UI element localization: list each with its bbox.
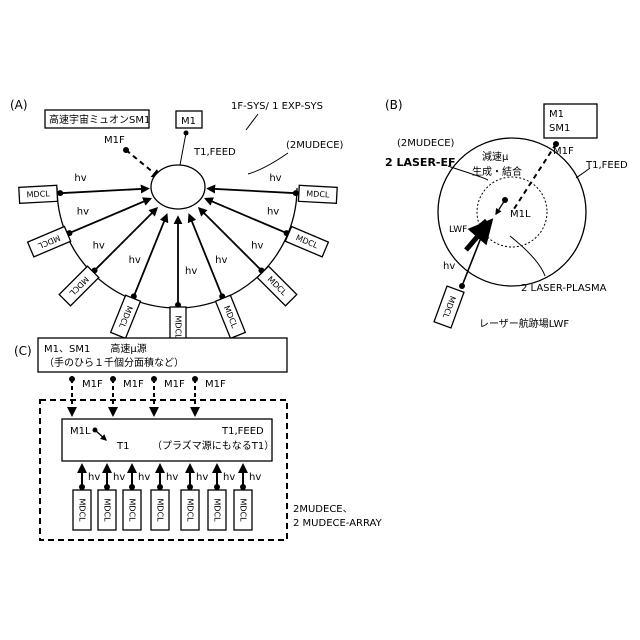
- panel-c-m1f-label: M1F: [82, 379, 103, 390]
- panel-a-label: (A): [10, 98, 28, 112]
- panel-c-hv-label: hv: [88, 472, 100, 483]
- panel-b-laser-dot: [459, 283, 465, 289]
- panel-c-mudece-line2: 2 MUDECE-ARRAY: [293, 518, 383, 529]
- panel-a-mdcl-label: MDCL: [26, 189, 50, 199]
- panel-c-hv-label: hv: [138, 472, 150, 483]
- panel-b-m1-label: M1: [549, 109, 564, 120]
- panel-c-mdcl-label: MDCL: [103, 498, 112, 522]
- panel-a-dashed-arrow-1: [126, 150, 160, 178]
- panel-a-hv-label: hv: [185, 266, 197, 277]
- panel-b-plasma-label: 2 LASER-PLASMA: [521, 283, 607, 294]
- panel-c-hv-label: hv: [223, 472, 235, 483]
- panel-c-mdcl-label: MDCL: [128, 498, 137, 522]
- panel-a-hv-label: hv: [269, 173, 281, 184]
- panel-c-hv-dot: [79, 484, 85, 490]
- panel-c-hv-label: hv: [166, 472, 178, 483]
- panel-a-mdcl-detector: MDCL: [298, 185, 337, 203]
- panel-a-m1-line: [180, 133, 186, 165]
- panel-a-target-circle: [151, 165, 205, 209]
- panel-c-hv-label: hv: [196, 472, 208, 483]
- panel-a-hv-label: hv: [77, 207, 89, 218]
- panel-a-mdcl-detector: MDCL: [216, 295, 246, 338]
- panel-b-caption: レーザー航跡場LWF: [479, 317, 569, 330]
- panel-a-source-label: 高速宇宙ミュオンSM1: [49, 113, 150, 126]
- panel-c-mdcl-label: MDCL: [186, 498, 195, 522]
- panel-a-t1feed-label: T1,FEED: [193, 147, 236, 158]
- panel-b-lwf-label: LWF: [449, 225, 467, 235]
- panel-a-hv-arrow: [60, 189, 148, 194]
- panel-b-laser-ef-label: 2 LASER-EF: [385, 156, 456, 169]
- panel-b-mudece-label: (2MUDECE): [397, 138, 455, 149]
- panel-c-hv-dot: [240, 484, 246, 490]
- panel-a-mdcl-detector: MDCL: [59, 266, 99, 306]
- panel-b: (B) M1 SM1 M1F (2MUDECE) 2 LASER-EF 減速μ …: [385, 98, 628, 330]
- panel-b-decel-2: 生成・結合: [472, 165, 522, 178]
- panel-a-mdcl-detector: MDCL: [28, 227, 71, 257]
- panel-a-mudece-label: (2MUDECE): [286, 140, 344, 151]
- panel-a-hv-label: hv: [267, 207, 279, 218]
- panel-a-m1-label: M1: [181, 116, 196, 127]
- panel-a-mudece-leader: [248, 153, 288, 174]
- panel-c-hv-dot: [187, 484, 193, 490]
- panel-a-hv-label: hv: [129, 255, 141, 266]
- panel-b-t1feed-leader: [576, 168, 590, 178]
- panel-a-sys-leader: [246, 114, 258, 130]
- panel-a-mdcl-label: MDCL: [306, 189, 330, 199]
- panel-c-mdcl-label: MDCL: [213, 498, 222, 522]
- panel-a-mdcl-detector: MDCL: [19, 185, 58, 203]
- panel-c-t1-label: T1: [116, 441, 129, 452]
- panel-c-source-line1: M1、SM1 高速μ源: [44, 342, 147, 355]
- panel-b-hv-label: hv: [443, 261, 455, 272]
- panel-c-label: (C): [14, 344, 32, 358]
- panel-a-mdcl-detector: MDCL: [257, 266, 297, 306]
- panel-a-hv-label: hv: [93, 241, 105, 252]
- panel-a-mdcl-detector: MDCL: [111, 295, 141, 338]
- panel-a-hv-label: hv: [215, 255, 227, 266]
- panel-c-mdcl-label: MDCL: [78, 498, 87, 522]
- panel-a-hv-arrow: [208, 189, 296, 194]
- panel-b-m1f-label: M1F: [553, 146, 574, 157]
- panel-c-hv-dot: [129, 484, 135, 490]
- panel-c: (C) M1、SM1 高速μ源 （手のひら１千個分面積など） M1L T1 T1…: [14, 338, 383, 540]
- panel-c-hv-dot: [157, 484, 163, 490]
- panel-b-t1feed-label: T1,FEED: [585, 160, 628, 171]
- panel-c-source-line2: （手のひら１千個分面積など）: [44, 356, 184, 369]
- panel-a-spoke-dot: [293, 190, 299, 196]
- panel-a-mdcl-label: MDCL: [174, 315, 183, 339]
- panel-c-hv-label: hv: [249, 472, 261, 483]
- panel-c-m1f-label: M1F: [164, 379, 185, 390]
- panel-c-t1feed-label: T1,FEED: [221, 426, 264, 437]
- panel-a-mdcl-detector: MDCL: [285, 227, 328, 257]
- panel-c-hv-label: hv: [113, 472, 125, 483]
- panel-a-spoke-dot: [57, 190, 63, 196]
- panel-c-m1l-label: M1L: [70, 426, 91, 437]
- panel-c-hv-dot: [104, 484, 110, 490]
- panel-a-sys-label: 1F-SYS/ 1 EXP-SYS: [231, 101, 323, 112]
- panel-b-sm1-label: SM1: [549, 123, 570, 134]
- panel-b-label: (B): [385, 98, 403, 112]
- panel-c-feeds: M1F M1F M1F M1F: [69, 376, 226, 415]
- panel-c-mudece-line1: 2MUDECE、: [293, 504, 353, 515]
- panel-c-m1f-label: M1F: [123, 379, 144, 390]
- panel-b-plasma-leader: [510, 236, 545, 276]
- panel-c-mdcl-label: MDCL: [156, 498, 165, 522]
- panel-b-dashed-beam: [512, 144, 556, 212]
- panel-c-hv-dot: [214, 484, 220, 490]
- panel-c-mdcl-label: MDCL: [239, 498, 248, 522]
- panel-c-detectors: hvMDCL hvMDCL hvMDCL hvMDCL hvMDCL hvMDCL hvMD…: [73, 465, 261, 530]
- panel-a-hv-label: hv: [251, 241, 263, 252]
- panel-a-hv-label: hv: [74, 173, 86, 184]
- panel-b-m1l-label: M1L: [510, 209, 531, 220]
- panel-b-m1l-arrow: [496, 200, 505, 214]
- panel-a: (A) 高速宇宙ミュオンSM1 M1 M1F 1F-SYS/ 1 EXP-SYS…: [10, 98, 344, 347]
- panel-a-m1f-label: M1F: [104, 135, 125, 146]
- panel-c-plasma-note: （プラズマ源にもなるT1）: [152, 439, 274, 452]
- panel-c-m1f-label: M1F: [205, 379, 226, 390]
- panel-b-decel-1: 減速μ: [482, 150, 509, 163]
